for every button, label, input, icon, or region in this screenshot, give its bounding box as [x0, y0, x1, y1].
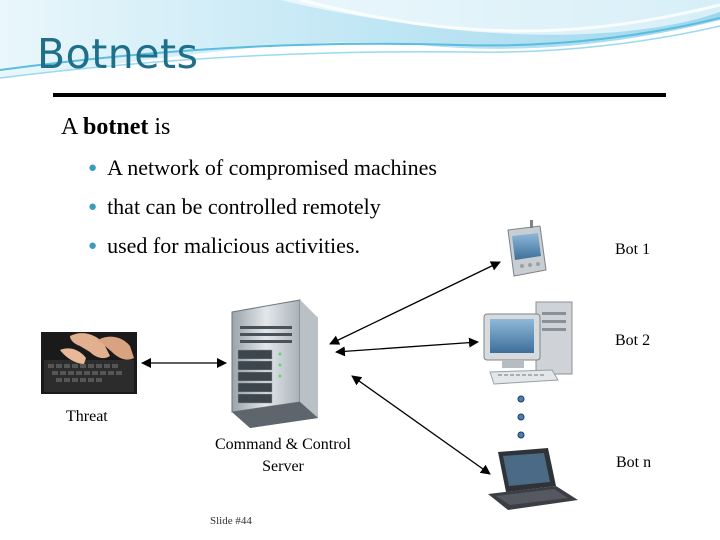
threat-label: Threat: [66, 408, 108, 426]
server-label: Command & Control Server: [198, 434, 368, 478]
bot2-desktop-computer-icon: [484, 302, 572, 384]
bot1-label: Bot 1: [615, 241, 650, 259]
botn-laptop-icon: [488, 448, 578, 510]
more-bots-ellipsis-icon: [518, 396, 524, 438]
command-control-server-icon: [232, 300, 318, 428]
slide-number: Slide #44: [210, 515, 252, 527]
server-bot1-arrow: [330, 262, 500, 344]
bot2-label: Bot 2: [615, 332, 650, 350]
server-label-line1: Command & Control: [198, 434, 368, 456]
threat-hacker-hands-icon: [41, 332, 137, 394]
server-botn-arrow: [352, 376, 490, 474]
server-bot2-arrow: [336, 342, 478, 352]
bot1-pda-device-icon: [508, 220, 546, 276]
server-label-line2: Server: [198, 456, 368, 478]
botn-label: Bot n: [616, 454, 651, 472]
